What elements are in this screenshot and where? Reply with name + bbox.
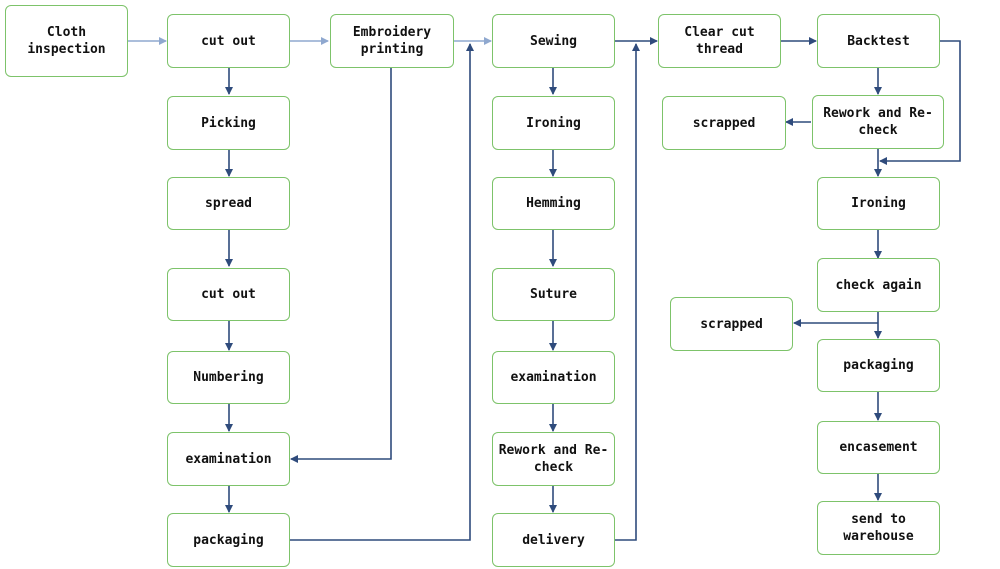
node-sewing: Sewing (492, 14, 615, 68)
node-clear-cut-thread: Clear cut thread (658, 14, 781, 68)
arrow-delivery-to-clear-cut-input (615, 43, 640, 541)
node-send-to-warehouse: send to warehouse (817, 501, 940, 555)
arrow-backtest-bypass-to-ironing (879, 40, 961, 165)
node-check-again: check again (817, 258, 940, 312)
node-embroidery-printing: Embroidery printing (330, 14, 454, 68)
node-rework-recheck: Rework and Re- check (492, 432, 615, 486)
node-hemming: Hemming (492, 177, 615, 230)
node-spread: spread (167, 177, 290, 230)
node-backtest: Backtest (817, 14, 940, 68)
node-scrapped-2: scrapped (670, 297, 793, 351)
node-picking: Picking (167, 96, 290, 150)
node-rework-recheck-2: Rework and Re- check (812, 95, 944, 149)
node-delivery: delivery (492, 513, 615, 567)
node-examination-2: examination (492, 351, 615, 404)
node-cloth-inspection: Cloth inspection (5, 5, 128, 77)
node-encasement: encasement (817, 421, 940, 474)
node-cut-out-2: cut out (167, 268, 290, 321)
arrow-embroidery-to-examination (290, 68, 392, 463)
node-ironing-2: Ironing (817, 177, 940, 230)
node-packaging-2: packaging (817, 339, 940, 392)
arrow-packaging-to-sewing-input (290, 43, 474, 541)
node-suture: Suture (492, 268, 615, 321)
node-packaging: packaging (167, 513, 290, 567)
node-numbering: Numbering (167, 351, 290, 404)
node-scrapped: scrapped (662, 96, 786, 150)
node-examination: examination (167, 432, 290, 486)
node-ironing: Ironing (492, 96, 615, 150)
node-cut-out: cut out (167, 14, 290, 68)
